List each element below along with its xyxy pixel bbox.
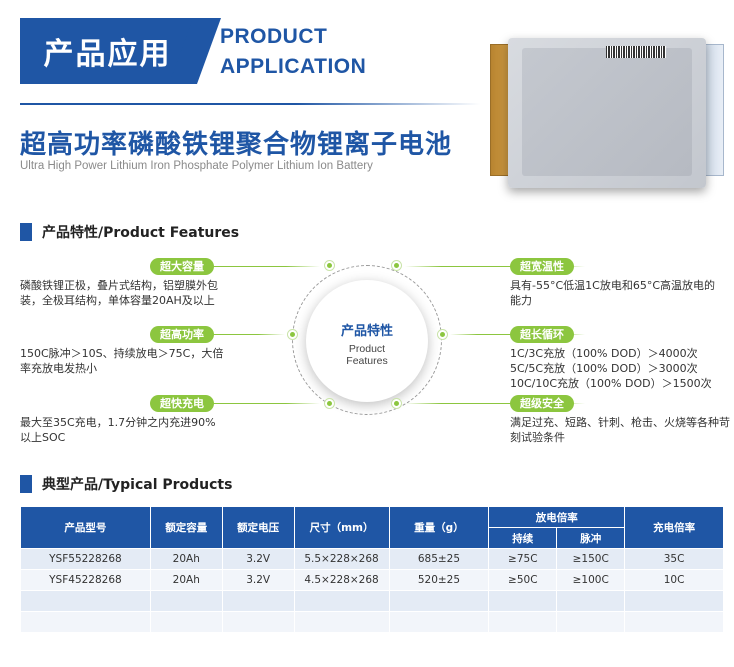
cell-continuous: ≥75C	[488, 548, 558, 570]
col-header-capacity: 额定容量	[149, 506, 223, 549]
connector-line	[405, 403, 585, 404]
header-en-title: PRODUCT APPLICATION	[220, 25, 367, 78]
center-title-en: Product Features	[346, 343, 388, 367]
header-cn-title: 产品应用	[43, 37, 172, 72]
cell-size: 5.5×228×268	[293, 548, 390, 570]
cell-charge: 35C	[624, 548, 724, 570]
feature-text-power: 150C脉冲＞10S、持续放电＞75C，大倍 率充放电发热小	[20, 347, 224, 375]
feature-text-cycle: 1C/3C充放（100% DOD）＞4000次 5C/5C充放（100% DOD…	[510, 347, 712, 390]
products-section-title: 典型产品/Typical Products	[42, 477, 233, 493]
col-header-charge: 充电倍率	[624, 506, 724, 549]
battery-image	[490, 38, 724, 192]
barcode-label	[606, 46, 666, 58]
col-header-size: 尺寸（mm）	[293, 506, 390, 549]
connector-line	[150, 266, 320, 267]
feature-label-safety: 超级安全	[510, 395, 574, 412]
features-ring	[292, 265, 442, 415]
table-row: YSF55228268 20Ah 3.2V 5.5×228×268 685±25…	[20, 548, 724, 570]
col-header-voltage: 额定电压	[221, 506, 295, 549]
cell-charge: 10C	[624, 569, 724, 591]
cell-voltage: 3.2V	[221, 569, 295, 591]
connector-line	[150, 334, 285, 335]
cell-continuous: ≥50C	[488, 569, 558, 591]
ring-dot	[324, 398, 335, 409]
section-marker	[20, 223, 32, 241]
ring-dot	[391, 260, 402, 271]
cell-weight: 520±25	[388, 569, 490, 591]
cell-capacity: 20Ah	[149, 548, 223, 570]
feature-label-charging: 超快充电	[150, 395, 214, 412]
table-row: YSF45228268 20Ah 3.2V 4.5×228×268 520±25…	[20, 569, 724, 591]
col-header-discharge: 放电倍率	[488, 506, 626, 528]
header-cn-banner: 产品应用	[20, 18, 195, 84]
cell-weight: 685±25	[388, 548, 490, 570]
feature-label-cycle: 超长循环	[510, 326, 574, 343]
cell-model: YSF55228268	[20, 548, 151, 570]
cell-pulse: ≥100C	[556, 569, 626, 591]
battery-face	[522, 48, 692, 176]
products-table: 产品型号 额定容量 额定电压 尺寸（mm） 重量（g） 放电倍率 充电倍率 持续…	[20, 506, 724, 633]
battery-body	[508, 38, 706, 188]
feature-text-charging: 最大至35C充电，1.7分钟之内充进90% 以上SOC	[20, 416, 216, 444]
col-header-continuous: 持续	[488, 527, 558, 549]
product-title-en: Ultra High Power Lithium Iron Phosphate …	[20, 160, 373, 172]
col-header-pulse: 脉冲	[556, 527, 626, 549]
feature-text-capacity: 磷酸铁锂正极，叠片式结构，铝塑膜外包 装，全极耳结构，单体容量20AH及以上	[20, 279, 218, 307]
col-header-model: 产品型号	[20, 506, 151, 549]
cell-pulse: ≥150C	[556, 548, 626, 570]
ring-dot	[437, 329, 448, 340]
cell-voltage: 3.2V	[221, 548, 295, 570]
feature-label-capacity: 超大容量	[150, 258, 214, 275]
cell-model: YSF45228268	[20, 569, 151, 591]
table-row-empty	[20, 590, 724, 612]
table-row-empty	[20, 611, 724, 633]
header-divider	[20, 103, 480, 105]
connector-line	[405, 266, 585, 267]
features-section-header: 产品特性/Product Features	[20, 222, 239, 242]
col-header-weight: 重量（g）	[388, 506, 490, 549]
cell-size: 4.5×228×268	[293, 569, 390, 591]
ring-dot	[324, 260, 335, 271]
feature-label-power: 超高功率	[150, 326, 214, 343]
features-section-title: 产品特性/Product Features	[42, 225, 240, 241]
products-section-header: 典型产品/Typical Products	[20, 474, 232, 494]
product-title-cn: 超高功率磷酸铁锂聚合物锂离子电池	[20, 130, 453, 160]
connector-line	[150, 403, 320, 404]
ring-dot	[287, 329, 298, 340]
ring-dot	[391, 398, 402, 409]
feature-text-temperature: 具有-55°C低温1C放电和65°C高温放电的 能力	[510, 279, 716, 307]
center-title-cn: 产品特性	[340, 324, 393, 339]
section-marker	[20, 475, 32, 493]
feature-label-temperature: 超宽温性	[510, 258, 574, 275]
feature-text-safety: 满足过充、短路、针刺、枪击、火烧等各种苛 刻试验条件	[510, 416, 730, 444]
cell-capacity: 20Ah	[149, 569, 223, 591]
features-center-circle: 产品特性 Product Features	[306, 280, 428, 402]
